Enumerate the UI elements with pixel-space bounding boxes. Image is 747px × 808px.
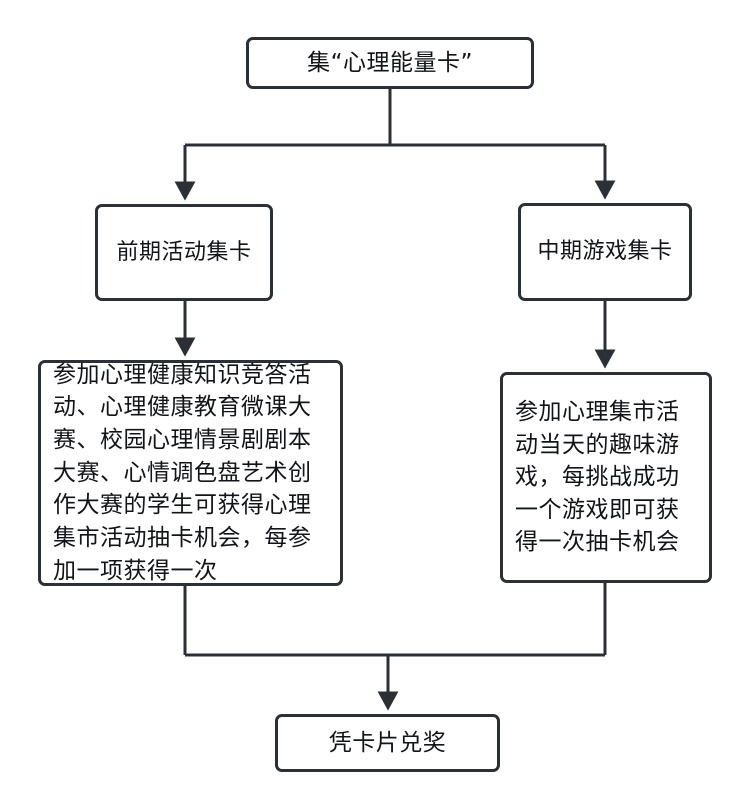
node-early-stage-detail-label: 参加心理健康知识竞答活动、心理健康教育微课大赛、校园心理情景剧剧本大赛、心情调色… <box>53 361 312 584</box>
node-redeem[interactable]: 凭卡片兑奖 <box>275 714 500 772</box>
node-early-stage-detail[interactable]: 参加心理健康知识竞答活动、心理健康教育微课大赛、校园心理情景剧剧本大赛、心情调色… <box>38 360 343 586</box>
node-mid-stage-label: 中期游戏集卡 <box>537 239 673 265</box>
edge-details-merge <box>183 583 607 657</box>
node-early-stage[interactable]: 前期活动集卡 <box>95 204 273 301</box>
node-root-label: 集“心理能量卡” <box>307 49 473 76</box>
node-mid-stage[interactable]: 中期游戏集卡 <box>518 203 692 301</box>
node-mid-stage-detail-label: 参加心理集市活动当天的趣味游戏，每挑战成功一个游戏即可获得一次抽卡机会 <box>515 398 680 556</box>
node-root[interactable]: 集“心理能量卡” <box>246 37 534 89</box>
edge-root-split <box>185 89 605 147</box>
node-redeem-label: 凭卡片兑奖 <box>328 729 447 756</box>
node-early-stage-label: 前期活动集卡 <box>116 239 252 265</box>
node-mid-stage-detail[interactable]: 参加心理集市活动当天的趣味游戏，每挑战成功一个游戏即可获得一次抽卡机会 <box>500 372 712 583</box>
